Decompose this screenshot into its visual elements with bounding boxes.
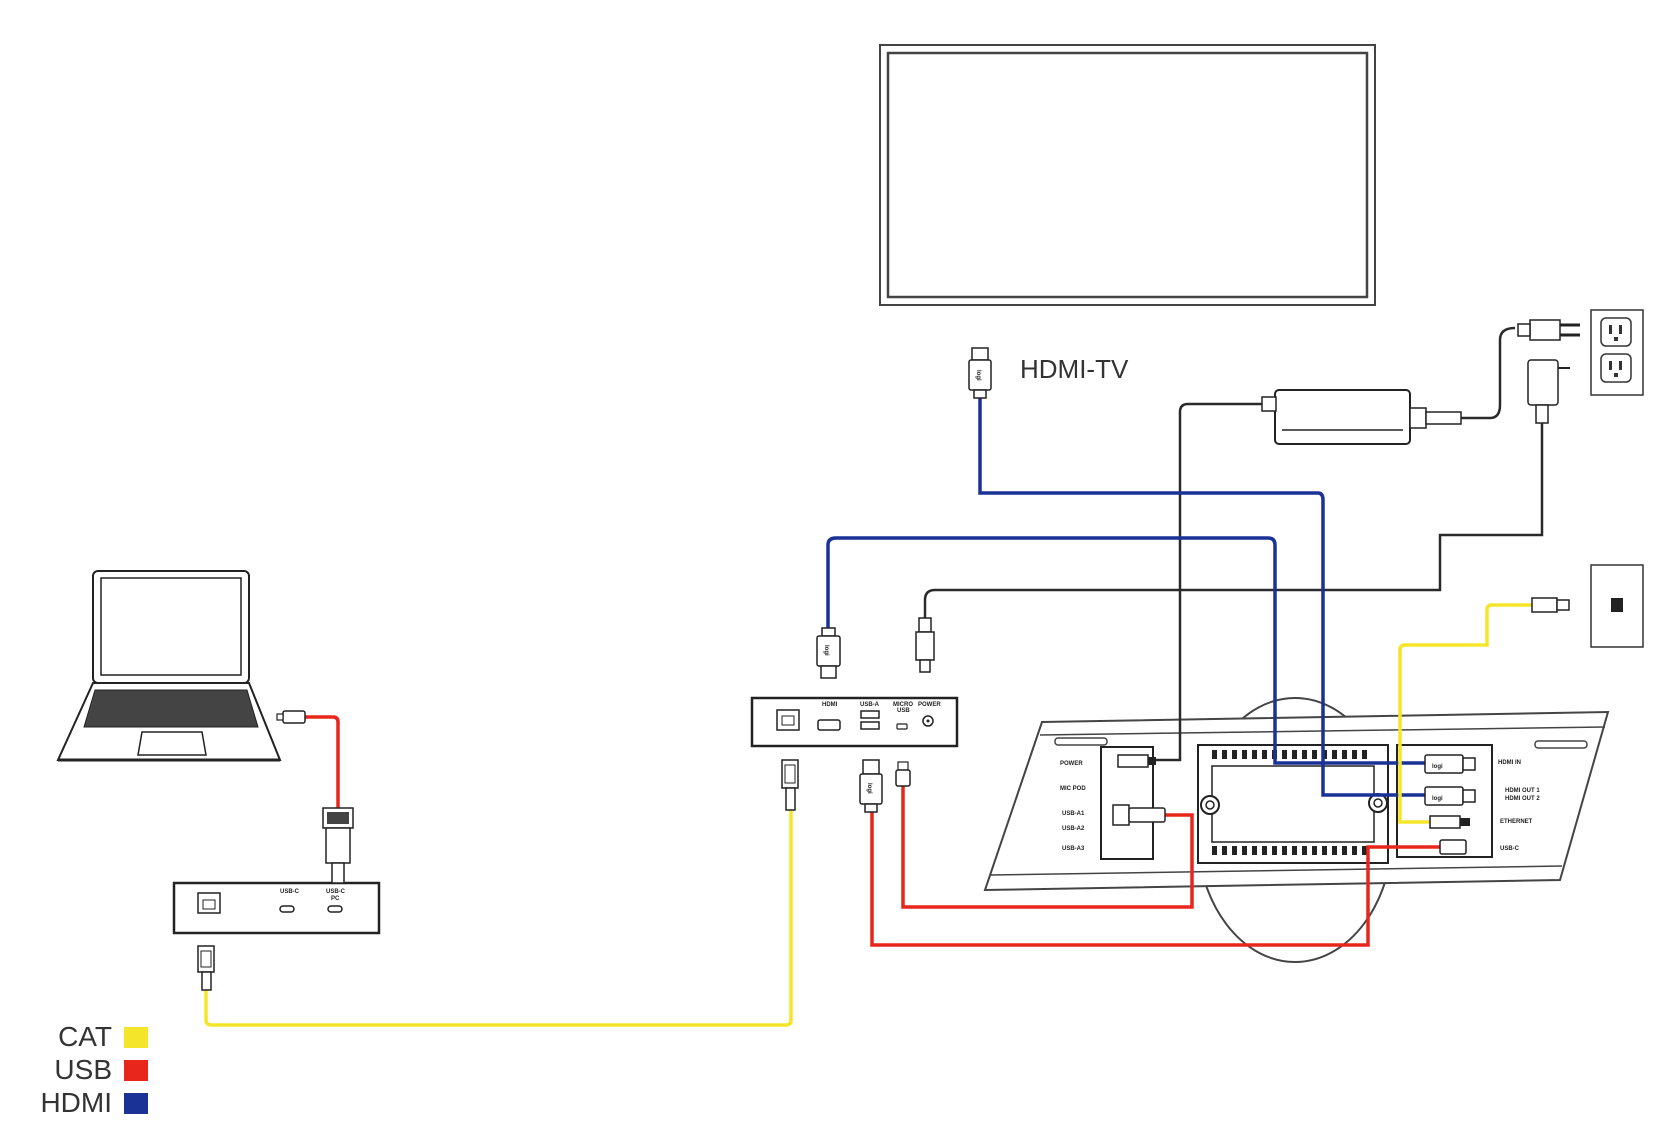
power-outlet	[1590, 309, 1644, 396]
vent-bottom	[1212, 846, 1367, 855]
legend-swatch-usb	[124, 1060, 148, 1081]
main-extender-port-label: HDMI	[822, 702, 838, 708]
hdmi-cable-tv-to-bar	[978, 395, 1425, 797]
cat-connector-wall	[1531, 597, 1570, 613]
power-cable-brick-to-bar	[1155, 402, 1262, 762]
connector-logo: logi	[823, 645, 829, 656]
small-extender-box: USB-C USB-C PC	[172, 881, 381, 935]
cat-connector-main-extender	[781, 759, 799, 811]
legend-label-hdmi: HDMI	[40, 1087, 112, 1118]
main-extender-port-label: USB	[897, 708, 910, 714]
video-bar-port-label: USB-A2	[1062, 826, 1085, 832]
usb-cable-laptop	[305, 715, 340, 810]
small-extender-port-label: PC	[331, 896, 340, 902]
main-extender-port-label: MICRO	[893, 702, 913, 708]
video-bar-port-label: HDMI IN	[1498, 760, 1521, 766]
bar-usb-a-connector	[1112, 804, 1166, 826]
main-extender-port-label: POWER	[918, 702, 941, 708]
small-extender-port-label: USB-C	[280, 889, 300, 895]
video-bar: POWER MIC POD USB-A1 USB-A2 USB-A3 HDMI …	[983, 697, 1610, 963]
bar-ethernet-connector	[1429, 815, 1470, 829]
usb-cable-microusb-to-bar	[901, 785, 1194, 909]
usb-a-connector-extender: logi	[859, 759, 883, 813]
wall-power-adapter	[1527, 359, 1570, 424]
power-cable-adapter-to-extender	[923, 423, 1544, 618]
bar-usb-c-connector	[1439, 839, 1467, 855]
ac-plug-icon	[1517, 319, 1580, 341]
connector-logo: logi	[1432, 764, 1443, 770]
micro-usb-connector-extender	[895, 761, 911, 787]
cat-connector-small-extender	[197, 945, 215, 991]
legend-label-usb: USB	[54, 1054, 112, 1085]
video-bar-port-label: USB-A1	[1062, 811, 1085, 817]
video-bar-port-label: MIC POD	[1060, 786, 1086, 792]
main-extender-port-label: USB-A	[860, 702, 880, 708]
power-adapter-brick	[1261, 389, 1462, 445]
video-bar-port-label: ETHERNET	[1500, 819, 1533, 825]
bar-power-connector	[1117, 754, 1156, 768]
bar-hdmi-out-connector: logi	[1424, 786, 1476, 806]
connector-logo: logi	[975, 370, 981, 381]
main-extender-box: HDMI USB-A MICRO USB POWER	[750, 696, 959, 748]
tv-display	[879, 44, 1376, 306]
legend: CAT USB HDMI	[40, 1021, 148, 1118]
laptop	[56, 570, 282, 762]
connector-logo: logi	[866, 783, 872, 794]
hdmi-cable-extender-to-bar	[826, 536, 1425, 765]
legend-swatch-hdmi	[124, 1093, 148, 1114]
hdmi-connector-tv: logi	[968, 347, 992, 399]
usb-c-connector-small-extender	[322, 807, 354, 884]
ethernet-wall-jack	[1590, 564, 1644, 648]
video-bar-port-label: USB-A3	[1062, 846, 1085, 852]
video-bar-port-label: POWER	[1060, 761, 1083, 767]
small-extender-port-label: USB-C	[326, 889, 346, 895]
bar-hdmi-in-connector: logi	[1424, 754, 1476, 774]
video-bar-port-label: HDMI OUT 2	[1505, 796, 1540, 802]
power-barrel-connector	[915, 617, 935, 673]
video-bar-port-label: USB-C	[1500, 846, 1520, 852]
legend-swatch-cat	[124, 1027, 148, 1048]
hdmi-tv-label: HDMI-TV	[1020, 354, 1129, 384]
usb-c-connector-laptop	[276, 710, 306, 724]
usb-cable-usba-to-bar-usbc	[870, 810, 1440, 947]
hdmi-connector-extender: logi	[816, 627, 841, 679]
power-cable-brick-to-outlet	[1461, 326, 1516, 420]
video-bar-port-label: HDMI OUT 1	[1505, 788, 1540, 794]
cat-cable-small-to-main-extender	[204, 810, 793, 1027]
connector-logo: logi	[1432, 796, 1443, 802]
cat-cable-wall-to-bar	[1398, 603, 1532, 824]
legend-label-cat: CAT	[58, 1021, 112, 1052]
